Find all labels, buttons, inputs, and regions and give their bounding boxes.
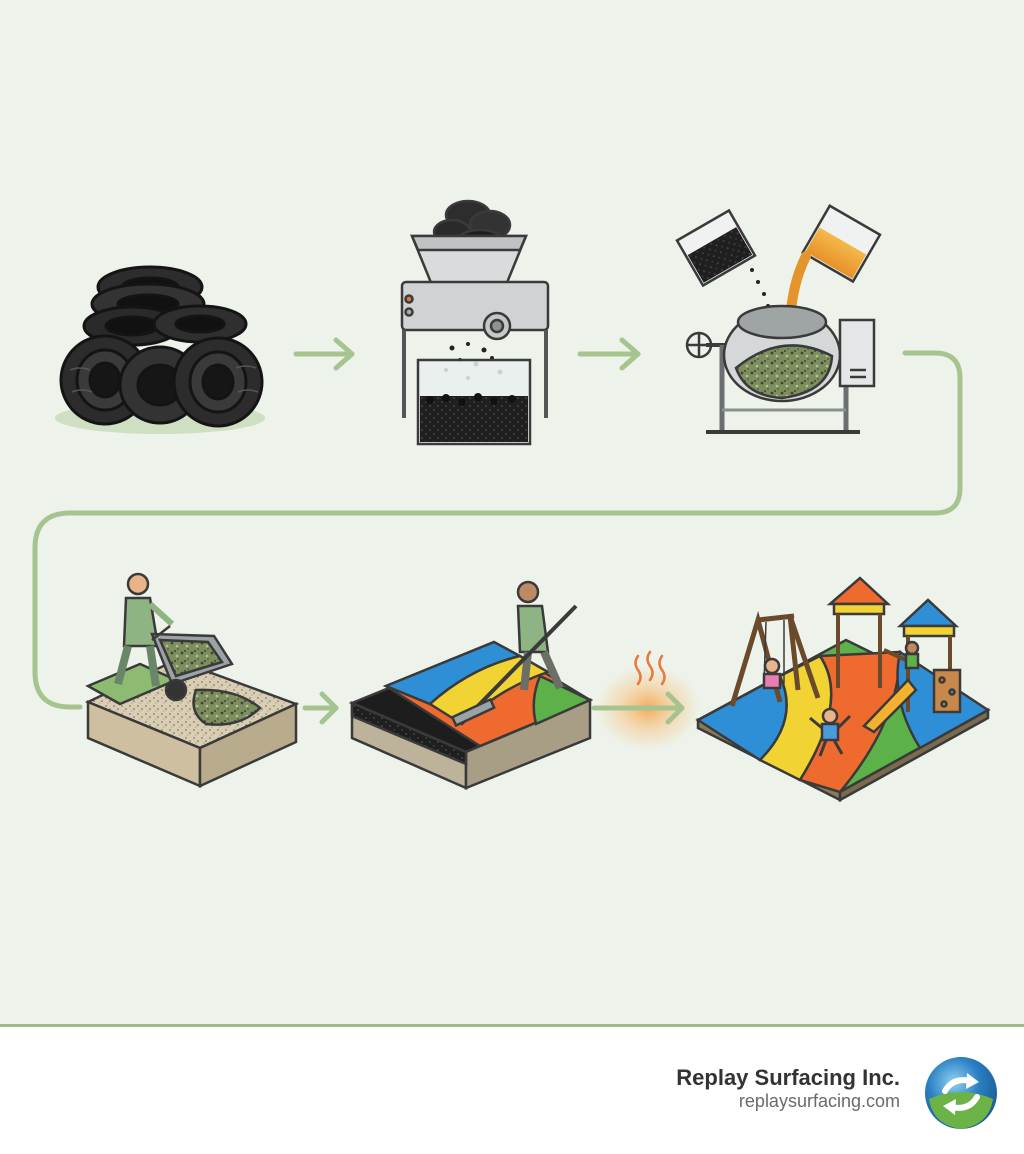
tire-pile-icon (55, 265, 265, 434)
arrow-1-icon (293, 337, 355, 371)
connector-path (32, 350, 963, 710)
company-website[interactable]: replaysurfacing.com (738, 1091, 900, 1111)
playground-icon (695, 576, 991, 803)
mixer-icon (675, 204, 882, 434)
trowel-topcoat-icon (348, 580, 594, 790)
recycle-arrows-logo-icon (925, 1057, 997, 1129)
process-diagram (32, 199, 991, 803)
flow-arrows (32, 337, 963, 725)
company-name: Replay Surfacing Inc. (676, 1065, 900, 1090)
arrow-2-icon (577, 337, 641, 371)
arrow-4-icon (302, 691, 339, 725)
footer-divider (0, 1024, 1024, 1027)
wheelbarrow-base-icon (84, 572, 300, 788)
shredder-icon (400, 199, 550, 446)
heat-cure-icon (591, 650, 700, 750)
footer: Replay Surfacing Inc. replaysurfacing.co… (0, 1027, 1024, 1154)
